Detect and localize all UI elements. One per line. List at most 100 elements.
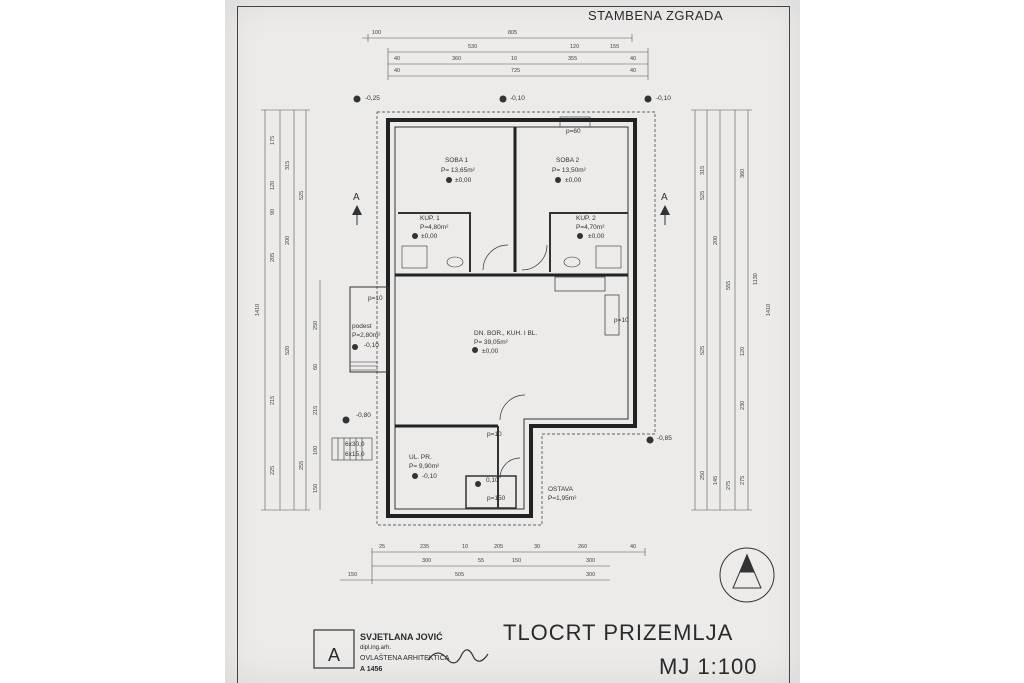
drawing-sheet <box>225 0 800 683</box>
section-marker-right <box>660 205 670 225</box>
dim-label: 120 <box>740 346 746 356</box>
room-level: ±0,00 <box>455 177 472 184</box>
dim-label: 360 <box>740 168 746 178</box>
dim-label: 150 <box>512 558 522 564</box>
kitchen-counter <box>554 276 606 292</box>
section-label-right: A <box>661 192 668 203</box>
window <box>559 116 591 128</box>
signature <box>427 649 489 664</box>
stamp-letter: A <box>328 645 341 665</box>
dim-label: 250 <box>700 470 706 480</box>
section-label-left: A <box>353 192 360 203</box>
dim-label: 40 <box>630 68 637 74</box>
drawing-title: TLOCRT PRIZEMLJA <box>503 620 734 645</box>
inner-wall-line <box>394 126 629 510</box>
dim-label: 120 <box>570 44 580 50</box>
dim-label: 200 <box>713 235 719 245</box>
north-arrow <box>719 547 775 603</box>
shower <box>401 245 428 269</box>
level-label: -0,85 <box>657 435 672 442</box>
note: p=10 <box>368 295 383 302</box>
sheet-border <box>237 6 790 683</box>
dim-label: 525 <box>700 190 706 200</box>
dim-label: 10 <box>511 56 518 62</box>
dim-label: 155 <box>610 44 620 50</box>
dim-label: 40 <box>394 68 401 74</box>
room-area: P=2,80m² <box>352 332 381 339</box>
room-level: ±0,00 <box>588 233 605 240</box>
toilet <box>446 256 464 268</box>
level-label: -0,80 <box>356 412 371 419</box>
left-stairs <box>331 437 373 461</box>
dim-label: 30 <box>534 544 541 550</box>
dim-label: 250 <box>313 320 319 330</box>
room-name: DN. BOR., KUH. I BL. <box>474 330 538 337</box>
drawing-scale: MJ 1:100 <box>659 654 758 679</box>
dim-label: 360 <box>452 56 462 62</box>
dim-label: 525 <box>700 345 706 355</box>
dim-label: 300 <box>422 558 432 564</box>
dim-label: 300 <box>586 558 596 564</box>
project-title: STAMBENA ZGRADA <box>588 8 724 23</box>
dim-label: 725 <box>511 68 521 74</box>
dim-label: 255 <box>299 460 305 470</box>
room-name: SOBA 1 <box>445 157 469 164</box>
dim-label: 355 <box>568 56 578 62</box>
dim-label: 530 <box>468 44 478 50</box>
dim-label: 230 <box>740 400 746 410</box>
dim-label: 120 <box>270 180 276 190</box>
outer-wall <box>386 118 637 518</box>
podest <box>349 286 389 373</box>
room-area: P= 13,65m² <box>441 167 475 174</box>
room-area: P= 13,50m² <box>552 167 586 174</box>
author-role: OVLAŠTENA ARHITEKTICA <box>360 655 450 662</box>
author-name: SVJETLANA JOVIĆ <box>360 632 443 642</box>
section-marker-left <box>352 205 362 225</box>
dim-label: 60 <box>313 363 319 370</box>
level-label: -0,25 <box>365 95 380 102</box>
dim-label: 100 <box>372 30 382 36</box>
dim-label: 225 <box>270 465 276 475</box>
dim-label: 275 <box>726 480 732 490</box>
dim-label: 40 <box>394 56 401 62</box>
dim-label: 1130 <box>753 273 759 285</box>
dim-label: 525 <box>299 190 305 200</box>
room-name: UL. PR. <box>409 454 432 461</box>
room-level: ±0,00 <box>482 348 499 355</box>
room-level: -0,10 <box>422 473 437 480</box>
dim-label: 520 <box>285 345 291 355</box>
dimension-lines <box>264 37 749 581</box>
level-markers <box>342 95 654 487</box>
kup1-wall <box>398 212 471 272</box>
site-boundary <box>376 111 656 526</box>
note: p=60 <box>566 128 581 135</box>
architect-stamp <box>313 629 355 669</box>
note: p=150 <box>487 495 506 502</box>
dim-label: 150 <box>348 572 358 578</box>
entry-stair <box>465 475 517 509</box>
level-label: -0,10 <box>656 95 671 102</box>
room-name: KUP. 2 <box>576 215 596 222</box>
room-name: podest <box>352 323 372 330</box>
dim-label: 205 <box>270 252 276 262</box>
room-name: OSTAVA <box>548 486 573 493</box>
note: 6x30,0 <box>345 441 365 448</box>
dim-label: 315 <box>700 165 706 175</box>
dim-label: 1410 <box>766 303 772 316</box>
room-name: KUP. 1 <box>420 215 440 222</box>
dim-label: 235 <box>420 544 430 550</box>
dim-label: 25 <box>379 544 386 550</box>
dim-label: 40 <box>630 544 637 550</box>
dim-label: 205 <box>494 544 504 550</box>
room-name: SOBA 2 <box>556 157 580 164</box>
dim-label: 10 <box>462 544 469 550</box>
level-label: -0,10 <box>510 95 525 102</box>
note: 6x15,0 <box>345 451 365 458</box>
dim-label: 90 <box>270 208 276 215</box>
note: p=10 <box>614 317 629 324</box>
dim-label: 315 <box>285 160 291 170</box>
room-level: -0,10 <box>364 342 379 349</box>
dim-label: 275 <box>740 475 746 485</box>
note: p=10 <box>487 431 502 438</box>
